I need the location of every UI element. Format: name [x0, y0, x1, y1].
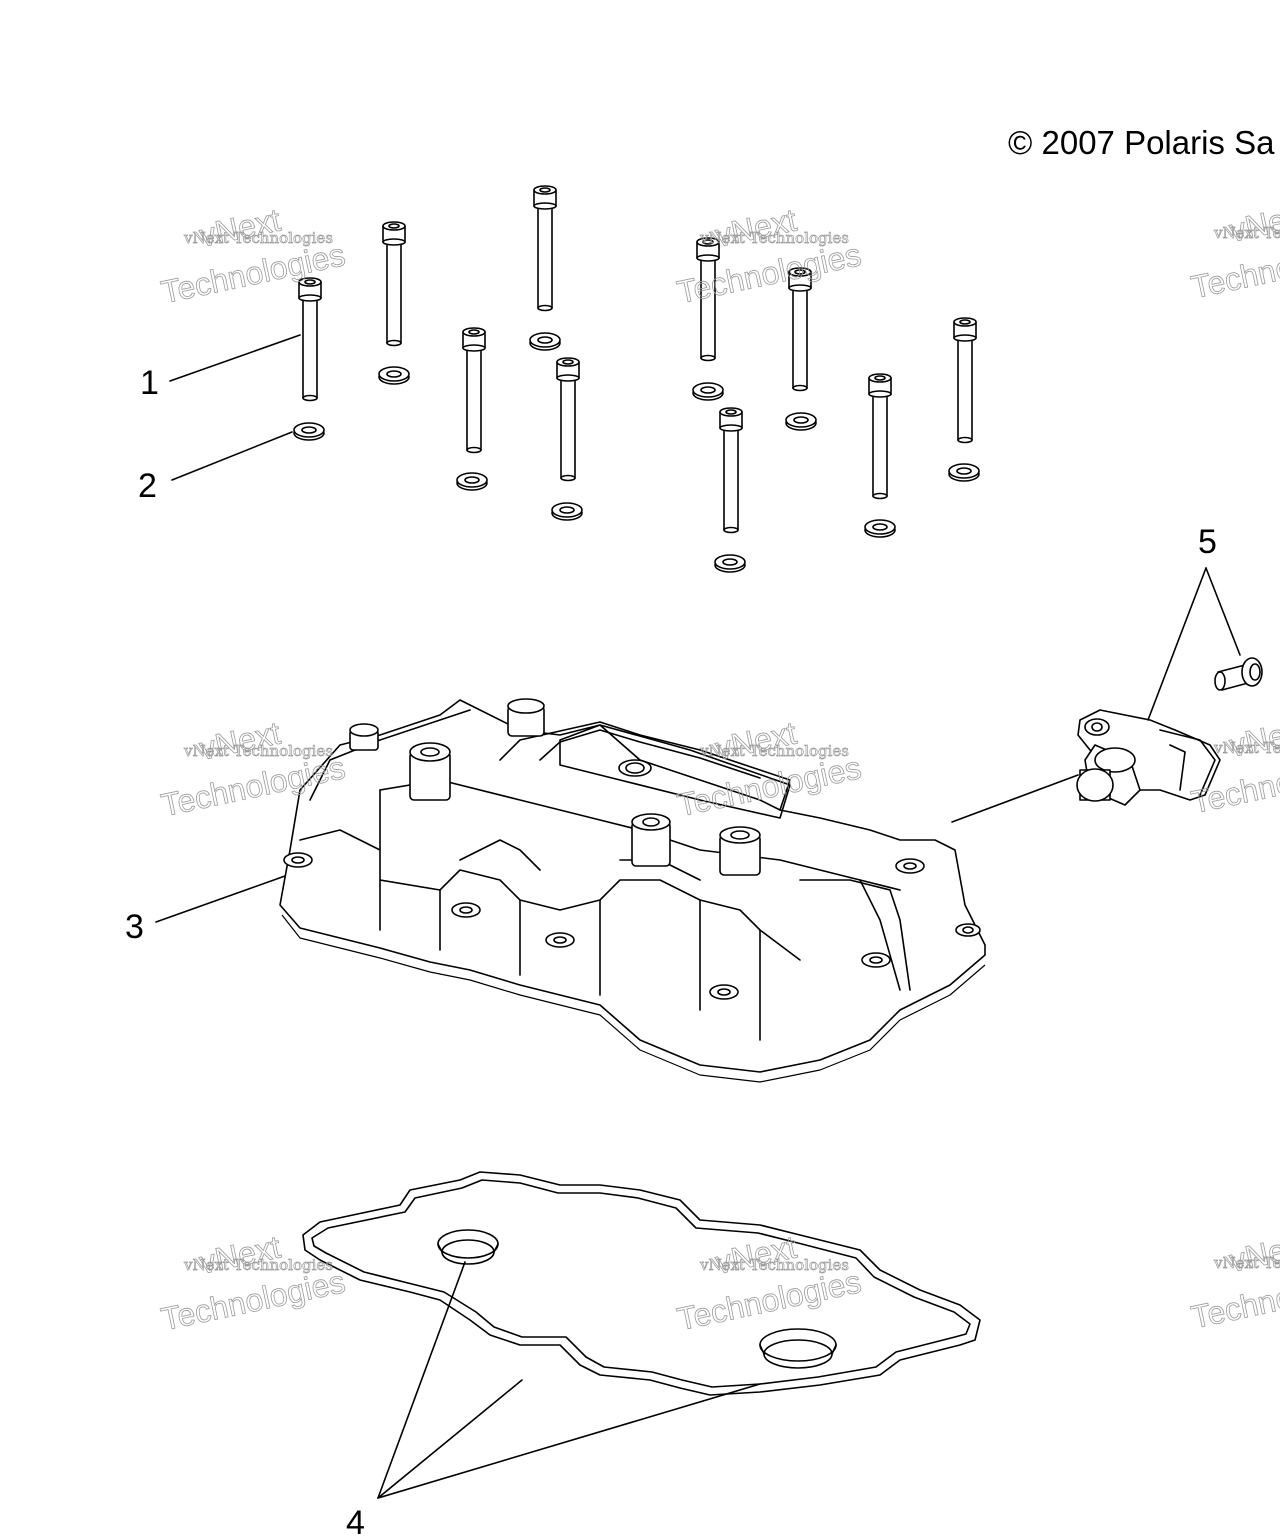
- callout-1: 1: [140, 364, 159, 402]
- cam-position-sensor: [1076, 657, 1263, 806]
- svg-text:Technologies: Technologies: [674, 1263, 864, 1337]
- washer: [864, 519, 896, 538]
- watermark: vNext Technologies vNext Technologies: [158, 1228, 349, 1338]
- bolt: [462, 327, 486, 454]
- washer: [714, 554, 746, 573]
- callout-3: 3: [125, 908, 144, 946]
- watermark: vNext Technologies vNext Technologies: [674, 1228, 865, 1338]
- washer: [529, 332, 561, 351]
- spark-plug-seal: [437, 1229, 499, 1265]
- watermark: vNext Technologies vNext Technologies: [1188, 196, 1280, 306]
- cover-boss: [507, 698, 545, 737]
- leader-lines: [155, 334, 1241, 1499]
- valve-cover-gasket: [302, 1171, 981, 1396]
- svg-text:vNext Technologies: vNext Technologies: [183, 742, 333, 760]
- flange-holes: [283, 852, 981, 1000]
- bolt: [696, 237, 720, 362]
- bolt: [533, 185, 557, 312]
- washer: [785, 412, 817, 431]
- svg-text:vNext Technologies: vNext Technologies: [699, 742, 849, 760]
- bolt: [719, 407, 743, 534]
- washer: [692, 382, 724, 401]
- svg-text:vNext Technologies: vNext Technologies: [1213, 1254, 1280, 1272]
- cover-boss: [349, 723, 379, 751]
- svg-text:vNext Technologies: vNext Technologies: [1213, 224, 1280, 242]
- washer: [551, 502, 583, 521]
- bolt: [788, 267, 812, 392]
- callout-2: 2: [138, 467, 157, 505]
- bolt: [953, 317, 977, 444]
- cover-boss: [631, 813, 671, 867]
- washer: [948, 463, 980, 482]
- copyright-text: © 2007 Polaris Sa: [1008, 124, 1275, 161]
- bolt: [382, 221, 406, 347]
- sensor-screw: [1214, 657, 1263, 691]
- spark-plug-seal: [759, 1328, 837, 1369]
- bolt: [868, 373, 892, 500]
- callout-4: 4: [346, 1504, 365, 1536]
- svg-text:vNext Technologies: vNext Technologies: [699, 1256, 849, 1274]
- svg-text:Technologies: Technologies: [158, 1263, 348, 1337]
- washer: [293, 422, 325, 441]
- washer: [378, 366, 410, 385]
- valve-cover: [279, 698, 986, 1083]
- svg-text:vNext Technologies: vNext Technologies: [699, 229, 849, 247]
- svg-text:vNext Technologies: vNext Technologies: [183, 1256, 333, 1274]
- cover-boss: [719, 826, 761, 876]
- cover-boss: [409, 742, 451, 801]
- bolt: [556, 357, 580, 482]
- bolt-set: [293, 185, 980, 573]
- bolt: [298, 277, 322, 402]
- washer: [456, 472, 488, 491]
- svg-text:vNext Technologies: vNext Technologies: [1213, 739, 1280, 757]
- svg-text:vNext Technologies: vNext Technologies: [183, 229, 333, 247]
- watermark: vNext Technologies vNext Technologies: [1188, 1226, 1280, 1336]
- callout-5: 5: [1198, 523, 1217, 561]
